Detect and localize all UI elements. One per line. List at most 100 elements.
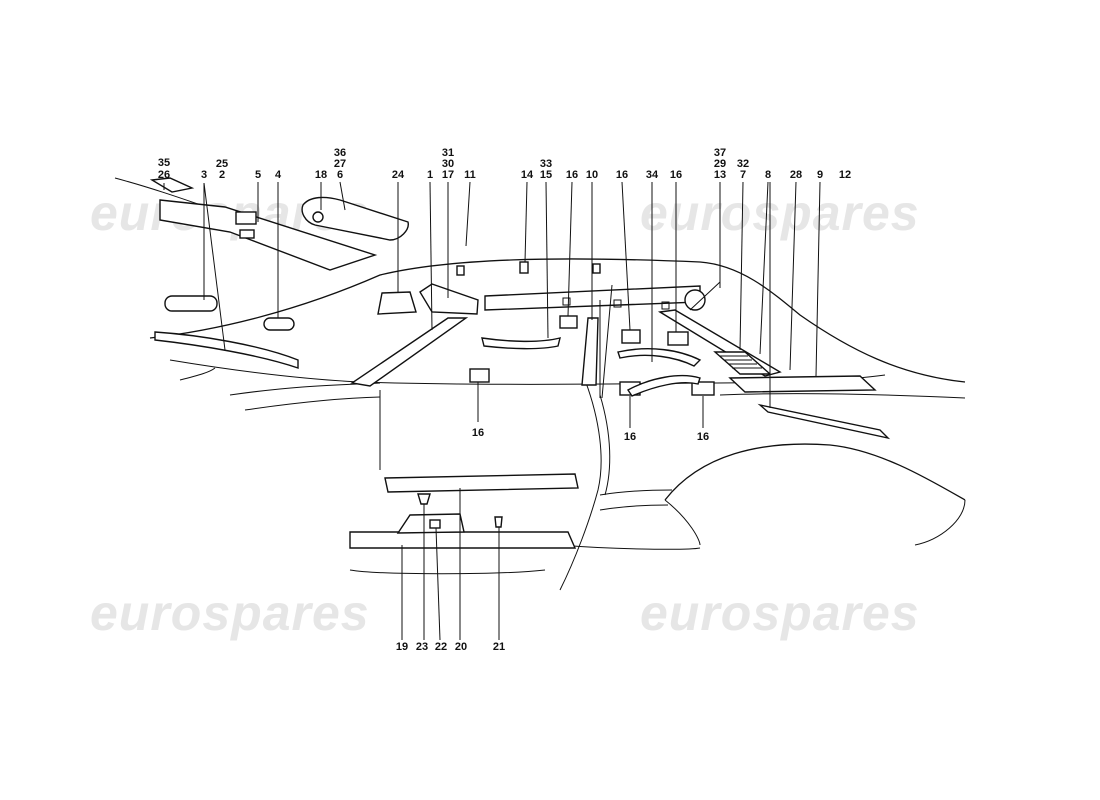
sill-line: [559, 544, 701, 550]
part-6-sun-visor: [301, 196, 409, 241]
label-8: 8: [765, 169, 771, 181]
rear-wheel-arch: [664, 443, 966, 501]
watermark-top-right: eurospares: [640, 185, 920, 241]
body-crease-2: [599, 504, 669, 511]
body-crease: [599, 489, 673, 496]
part-2-25-roof-lining: [159, 199, 378, 271]
part-34-arch-upper: [617, 348, 702, 367]
label-12: 12: [839, 169, 851, 181]
part-13-round-trim: [684, 289, 706, 311]
label-16-c: 16: [670, 169, 682, 181]
label-16-e: 16: [624, 431, 636, 443]
roof-line: [149, 258, 966, 383]
label-1: 1: [427, 169, 433, 181]
label-13: 13: [714, 169, 726, 181]
rear-bumper-line: [914, 499, 966, 546]
part-16-clip-c: [621, 329, 641, 344]
part-16-clip-b: [469, 368, 490, 383]
door-rear-edge: [559, 379, 602, 591]
part-4-handle: [263, 317, 295, 331]
part-23-button: [417, 493, 431, 505]
part-13-leader-line: [689, 281, 721, 311]
b-pillar-edge-2: [601, 284, 613, 399]
label-9: 9: [817, 169, 823, 181]
label-3: 3: [201, 169, 207, 181]
label-17: 17: [442, 169, 454, 181]
part-16-clip-f: [691, 381, 715, 396]
part-16-clip-a: [559, 315, 578, 329]
label-4: 4: [275, 169, 282, 181]
label-34: 34: [646, 169, 659, 181]
part-25-windscreen-strip: [154, 331, 299, 369]
label-16-b: 16: [616, 169, 628, 181]
part-8-grille-hatch: [720, 355, 762, 369]
roof-rail-hole-3: [661, 301, 670, 310]
label-11: 11: [464, 169, 476, 181]
label-16-d: 16: [472, 427, 484, 439]
part-labels: 35 26 25 2 3 5 4 36 27 6 18 24 1 31 30 1…: [158, 147, 851, 653]
label-33: 33: [540, 158, 552, 170]
label-26: 26: [158, 169, 170, 181]
label-14: 14: [521, 169, 534, 181]
label-21: 21: [493, 641, 505, 653]
label-15: 15: [540, 169, 552, 181]
part-35-26-trim: [149, 177, 195, 193]
label-16-a: 16: [566, 169, 578, 181]
watermark-bottom-left: eurospares: [90, 585, 370, 641]
label-32: 32: [737, 158, 749, 170]
part-17-pad: [419, 283, 479, 315]
part-3-handle: [164, 295, 218, 312]
lower-sill-line: [349, 569, 546, 575]
label-19: 19: [396, 641, 408, 653]
label-30: 30: [442, 158, 454, 170]
part-21-screw: [494, 516, 503, 528]
label-5: 5: [255, 169, 261, 181]
door-rear-edge-2: [599, 394, 611, 496]
label-29: 29: [714, 158, 726, 170]
part-16-clip-d: [667, 331, 689, 346]
label-16-f: 16: [697, 431, 709, 443]
roof-rail-hole: [562, 297, 571, 306]
label-35: 35: [158, 157, 170, 169]
roof-clip-b: [592, 263, 601, 274]
label-20: 20: [455, 641, 467, 653]
part-28-lower-trim: [757, 403, 891, 440]
windscreen-base: [179, 367, 216, 381]
part-19-sill: [349, 531, 577, 549]
watermark-bottom-right: eurospares: [640, 585, 920, 641]
roof-clip-a: [456, 265, 465, 276]
part-1-a-pillar-trim: [350, 317, 469, 387]
label-22: 22: [435, 641, 447, 653]
bonnet-line: [229, 382, 381, 396]
part-24-mirror: [377, 291, 417, 315]
part-20-sill-strip: [384, 473, 579, 493]
label-10: 10: [586, 169, 598, 181]
label-28: 28: [790, 169, 802, 181]
label-7: 7: [740, 169, 746, 181]
part-22-slot: [429, 519, 441, 529]
label-27: 27: [334, 158, 346, 170]
part-9-12-parcel-shelf: [728, 375, 877, 393]
rear-deck-line: [719, 393, 966, 399]
part-34-arch-lower: [626, 375, 701, 397]
label-6: 6: [337, 169, 343, 181]
bonnet-line-lower: [244, 396, 381, 411]
wheel-arch-front: [664, 499, 701, 546]
label-31: 31: [442, 147, 454, 159]
part-18-visor-clip: [312, 211, 324, 223]
roof-rail-hole-2: [613, 299, 622, 308]
label-36: 36: [334, 147, 346, 159]
part-5-clip-b: [239, 229, 255, 239]
label-25: 25: [216, 158, 228, 170]
watermark-group: eurospares eurospares eurospares eurospa…: [90, 185, 920, 641]
label-37: 37: [714, 147, 726, 159]
part-33-grab-handle: [481, 337, 561, 350]
label-18: 18: [315, 169, 327, 181]
label-24: 24: [392, 169, 405, 181]
label-23: 23: [416, 641, 428, 653]
part-14-clip: [519, 261, 529, 274]
label-2: 2: [219, 169, 225, 181]
part-5-clip: [235, 211, 257, 225]
part-10-b-pillar: [581, 317, 599, 386]
